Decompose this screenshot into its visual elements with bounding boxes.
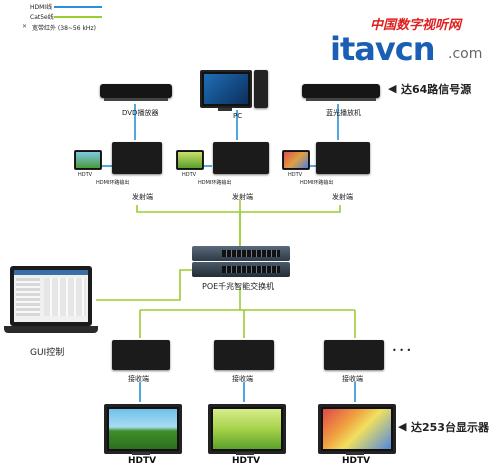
dvd-player-base xyxy=(104,98,168,101)
bluray-label: 蓝光播放机 xyxy=(326,109,361,117)
tv3-stand xyxy=(346,452,364,455)
rx3-box xyxy=(324,340,384,370)
pc-tower xyxy=(254,70,268,108)
rx1-box xyxy=(112,340,170,370)
tv2-stand xyxy=(236,452,254,455)
tx1-monitor xyxy=(74,150,102,170)
tx2-box xyxy=(213,142,269,174)
switch-label: POE千兆智能交换机 xyxy=(202,282,275,291)
dvd-label: DVD播放器 xyxy=(122,109,159,117)
arrow-left-icon-displays: ◀ xyxy=(398,420,407,433)
tx1-hdtv-label: HDTV xyxy=(78,172,93,178)
bluray-player xyxy=(302,84,380,98)
rx3-label: 接收端 xyxy=(342,375,363,383)
tx3-loop-label: HDMI环路输出 xyxy=(300,180,334,186)
laptop-screen xyxy=(10,266,92,326)
legend-hdmi-label: HDMI线 xyxy=(30,4,53,11)
tv2-image xyxy=(213,409,281,449)
switch-ports-bottom xyxy=(222,266,280,273)
laptop xyxy=(4,266,98,342)
tv1-label: HDTV xyxy=(128,456,157,466)
tx2-hdtv-label: HDTV xyxy=(182,172,197,178)
tx2-monitor xyxy=(176,150,204,170)
tx1-box xyxy=(112,142,162,174)
legend-hdmi-swatch xyxy=(54,6,102,8)
cat-tx3 xyxy=(240,205,341,213)
cat-tx1 xyxy=(136,205,241,248)
tx3-monitor xyxy=(282,150,310,170)
laptop-base xyxy=(4,326,98,333)
tv2 xyxy=(208,404,286,454)
tx3-hdtv-label: HDTV xyxy=(288,172,303,178)
legend-cat5e-swatch xyxy=(54,16,102,18)
tx1-monitor-glass xyxy=(76,152,100,168)
gui-panel-left xyxy=(16,278,40,316)
legend: HDMI线 Cat5e线 ✕ 宽带红外 (38~56 kHz) xyxy=(8,2,148,42)
brand-cn: 中国数字视听网 xyxy=(370,18,462,33)
tx3-send-label: 发射端 xyxy=(332,193,353,201)
dvd-player xyxy=(100,84,172,98)
laptop-label: GUI控制 xyxy=(30,348,65,358)
tv1-image xyxy=(109,409,177,449)
tv1 xyxy=(104,404,182,454)
tx3-box xyxy=(316,142,370,174)
tx2-loop-label: HDMI环路输出 xyxy=(198,180,232,186)
tv3-image xyxy=(323,409,391,449)
tx3-monitor-glass xyxy=(284,152,308,168)
brand-en: itavcn xyxy=(330,30,435,68)
rx1-label: 接收端 xyxy=(128,375,149,383)
brand-domain: .com xyxy=(448,46,483,62)
tx1-loop-label: HDMI环路输出 xyxy=(96,180,130,186)
tv3-label: HDTV xyxy=(342,456,371,466)
cat-laptop-to-switch xyxy=(96,269,195,301)
tx2-monitor-glass xyxy=(178,152,202,168)
tx1-send-label: 发射端 xyxy=(132,193,153,201)
pc-monitor-stand xyxy=(218,108,232,111)
gui-titlebar xyxy=(14,270,88,275)
tx2-send-label: 发射端 xyxy=(232,193,253,201)
laptop-gui-window xyxy=(14,270,88,322)
legend-ir-label: 宽带红外 (38~56 kHz) xyxy=(32,25,96,32)
legend-cat5e-label: Cat5e线 xyxy=(30,14,54,21)
arrow-left-icon: ◀ xyxy=(388,82,397,95)
switch-ports-top xyxy=(222,250,280,257)
tv2-label: HDTV xyxy=(232,456,261,466)
tv1-stand xyxy=(132,452,150,455)
rx2-box xyxy=(214,340,274,370)
bluray-player-base xyxy=(306,98,376,101)
tv3 xyxy=(318,404,396,454)
cat5e-lines xyxy=(96,200,356,338)
pc-label: PC xyxy=(233,112,243,120)
sources-callout: 达64路信号源 xyxy=(401,83,472,96)
x-mark-icon: ✕ xyxy=(22,23,28,30)
rx2-label: 接收端 xyxy=(232,375,253,383)
gui-panel-right xyxy=(44,278,86,316)
poe-switch xyxy=(192,246,290,278)
more-receivers-ellipsis: • • • xyxy=(392,346,412,355)
displays-callout: 达253台显示器 xyxy=(411,421,489,434)
pc-monitor-glass xyxy=(204,74,248,104)
pc-monitor xyxy=(200,70,252,108)
